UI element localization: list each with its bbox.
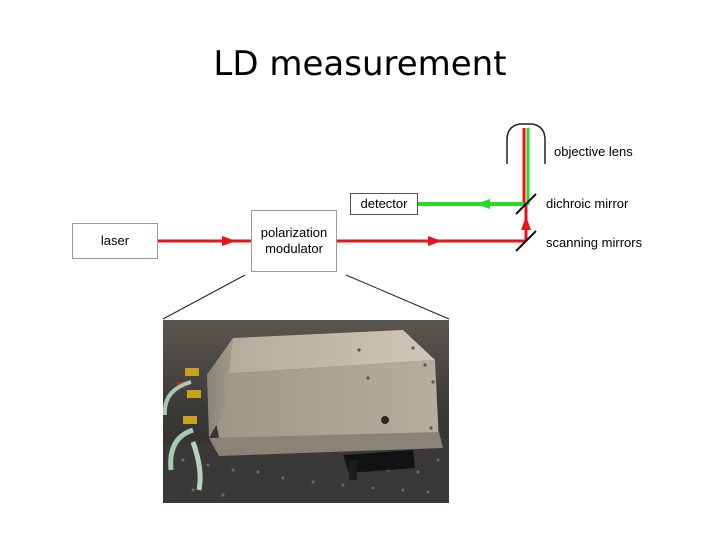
zoom-line-left <box>162 274 246 320</box>
scanning-mirror-shape <box>515 230 537 252</box>
dichroic-mirror-shape <box>515 193 537 215</box>
laser-box: laser <box>72 223 158 259</box>
objective-lens-shape <box>506 123 546 164</box>
slide-title: LD measurement <box>213 44 507 84</box>
detector-label: detector <box>360 196 408 211</box>
objective-lens-label: objective lens <box>554 144 633 159</box>
dichroic-mirror-label: dichroic mirror <box>546 196 629 211</box>
scanning-mirrors-label: scanning mirrors <box>546 235 643 250</box>
zoom-line-right <box>345 274 450 320</box>
modulator-label-line1: polarization <box>260 225 328 240</box>
modulator-label-line2: modulator <box>265 241 323 256</box>
laser-label: laser <box>100 233 130 248</box>
detector-box: detector <box>350 193 418 215</box>
polarization-modulator-box: polarization modulator <box>251 210 337 272</box>
polarization-modulator-photo <box>163 320 449 503</box>
modulator-photo-drawing <box>163 320 449 503</box>
